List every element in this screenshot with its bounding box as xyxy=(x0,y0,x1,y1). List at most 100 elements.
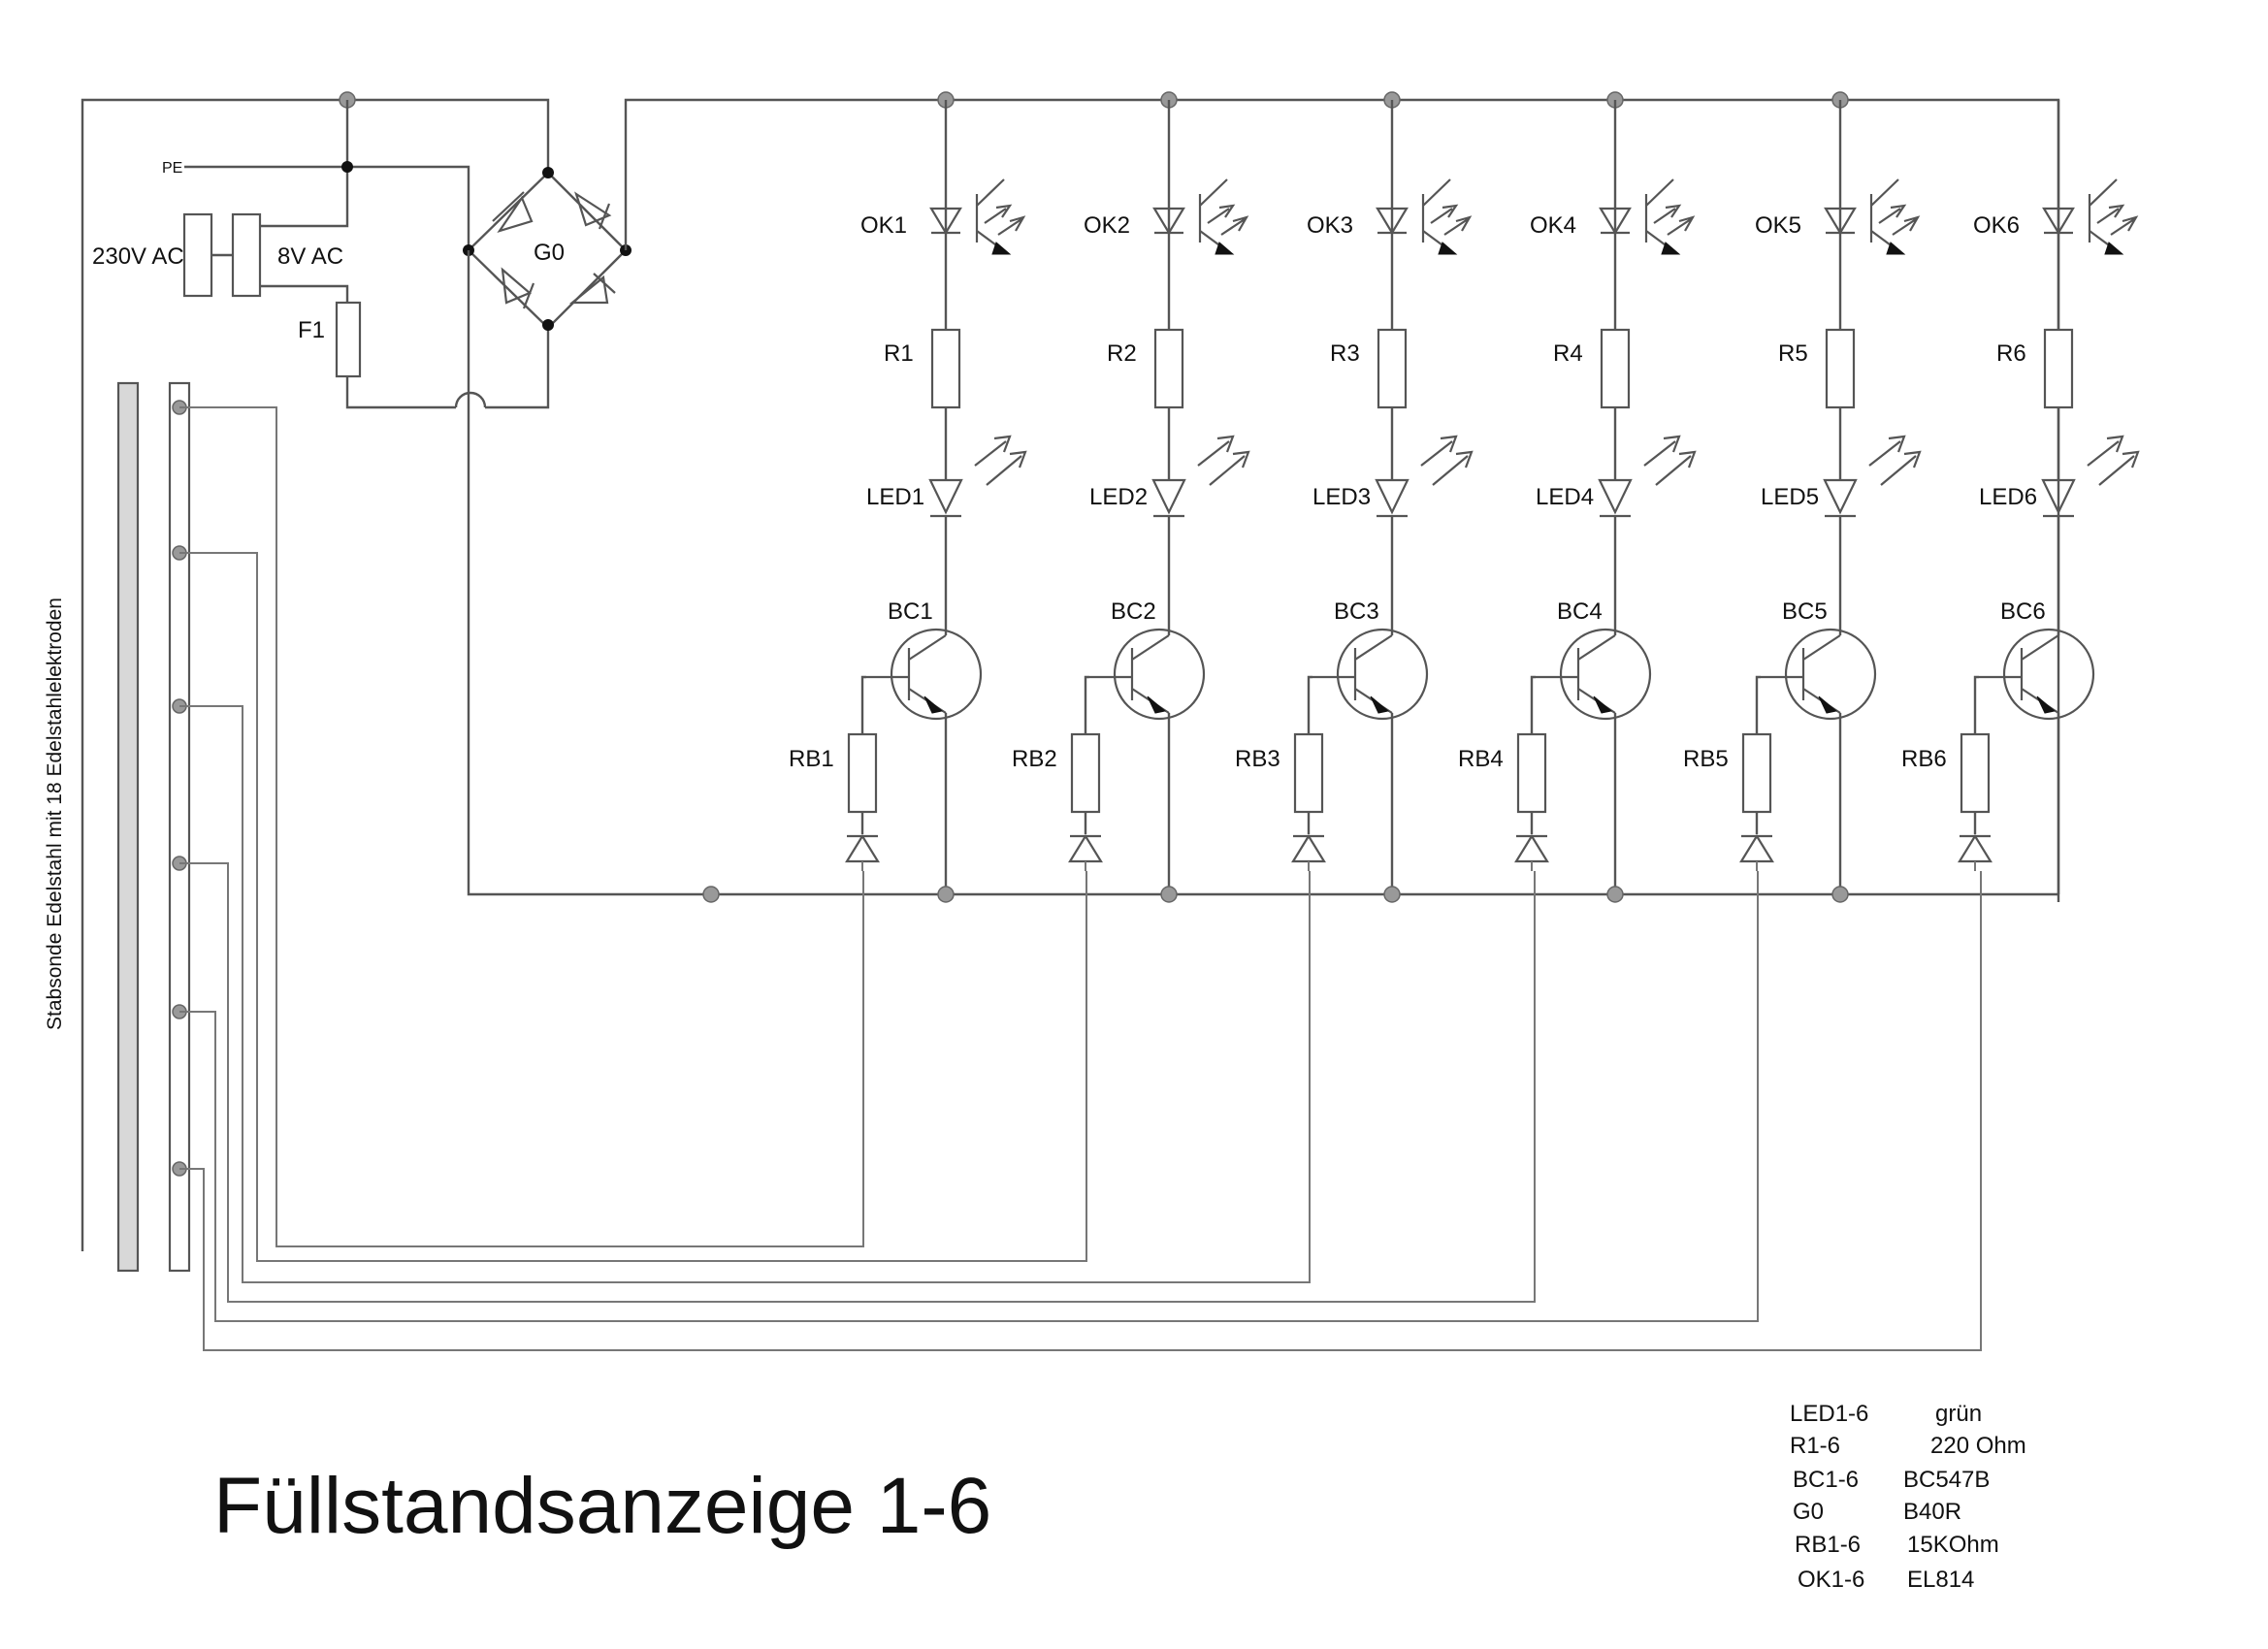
parts-list-part: BC1-6 xyxy=(1793,1467,1859,1493)
led-label: LED2 xyxy=(1089,484,1148,510)
base-resistor-label: RB4 xyxy=(1458,746,1504,772)
diode-icon xyxy=(1291,833,1326,863)
parts-list: LED1-6 grün R1-6 220 Ohm BC1-6 BC547B G0… xyxy=(1790,1401,2026,1593)
resistor-label: R3 xyxy=(1330,340,1360,367)
led-icon xyxy=(1151,435,1250,518)
resistor xyxy=(1153,328,1184,409)
transistor-icon xyxy=(1761,628,1877,721)
resistor xyxy=(1825,328,1856,409)
transistor-icon xyxy=(1536,628,1652,721)
channels: OK1R1LED1BC1RB1OK2R2LED2BC2RB2OK3R3LED3B… xyxy=(789,91,2140,903)
led-icon xyxy=(1598,435,1697,518)
parts-list-part: OK1-6 xyxy=(1798,1567,1864,1593)
base-resistor xyxy=(1293,732,1324,814)
optocoupler-label: OK2 xyxy=(1084,212,1130,239)
resistor xyxy=(2043,328,2074,409)
base-resistor-label: RB2 xyxy=(1012,746,1057,772)
resistor-label: R4 xyxy=(1553,340,1583,367)
optocoupler-label: OK5 xyxy=(1755,212,1801,239)
base-resistor xyxy=(1516,732,1547,814)
optocoupler-label: OK4 xyxy=(1530,212,1576,239)
diode-icon xyxy=(1514,833,1549,863)
pe-label: PE xyxy=(162,160,182,177)
parts-list-value: BC547B xyxy=(1903,1467,1990,1493)
optocoupler-label: OK6 xyxy=(1973,212,2020,239)
base-resistor-label: RB5 xyxy=(1683,746,1729,772)
transformer xyxy=(182,212,262,298)
rectifier-bridge-g0 xyxy=(463,167,632,331)
led-label: LED1 xyxy=(866,484,924,510)
transistor-icon xyxy=(1089,628,1206,721)
ground-node xyxy=(702,886,720,903)
resistor xyxy=(930,328,961,409)
base-resistor xyxy=(1070,732,1101,814)
optocoupler-label: OK1 xyxy=(860,212,907,239)
transistor-label: BC3 xyxy=(1334,598,1379,625)
diode-icon xyxy=(1068,833,1103,863)
diode-icon xyxy=(845,833,880,863)
transistor-label: BC1 xyxy=(888,598,933,625)
led-label: LED4 xyxy=(1536,484,1594,510)
optocoupler-icon xyxy=(1376,178,1473,255)
transistor-icon xyxy=(866,628,983,721)
parts-list-part: RB1-6 xyxy=(1795,1532,1861,1558)
base-resistor xyxy=(847,732,878,814)
primary-voltage-label: 230V AC xyxy=(92,243,184,270)
optocoupler-label: OK3 xyxy=(1307,212,1353,239)
parts-list-value: 220 Ohm xyxy=(1930,1433,2026,1459)
base-resistor xyxy=(1741,732,1772,814)
fuse-label: F1 xyxy=(298,317,325,343)
parts-list-part: G0 xyxy=(1793,1499,1824,1525)
resistor-label: R1 xyxy=(884,340,914,367)
rectifier-label: G0 xyxy=(534,240,565,266)
diode-icon xyxy=(1739,833,1774,863)
rail-node xyxy=(1160,886,1178,903)
led-icon xyxy=(2041,435,2140,518)
base-resistor-label: RB1 xyxy=(789,746,834,772)
transistor-icon xyxy=(1312,628,1429,721)
led-label: LED6 xyxy=(1979,484,2037,510)
electrode-wires xyxy=(179,406,1982,1351)
transistor-label: BC5 xyxy=(1782,598,1828,625)
transistor-label: BC4 xyxy=(1557,598,1603,625)
resistor-label: R5 xyxy=(1778,340,1808,367)
optocoupler-icon xyxy=(1824,178,1921,255)
optocoupler-icon xyxy=(1599,178,1696,255)
power-supply xyxy=(81,91,2060,1251)
led-label: LED3 xyxy=(1312,484,1371,510)
led-icon xyxy=(1375,435,1474,518)
led-icon xyxy=(928,435,1027,518)
parts-list-part: R1-6 xyxy=(1790,1433,1840,1459)
optocoupler-icon xyxy=(2042,178,2139,255)
transistor-label: BC6 xyxy=(2000,598,2046,625)
resistor-label: R2 xyxy=(1107,340,1137,367)
transistor-label: BC2 xyxy=(1111,598,1156,625)
parts-list-value: grün xyxy=(1935,1401,1982,1427)
probe-label: Stabsonde Edelstahl mit 18 Edelstahlelek… xyxy=(44,598,66,1030)
optocoupler-icon xyxy=(929,178,1026,255)
parts-list-value: 15KOhm xyxy=(1907,1532,1999,1558)
transistor-icon xyxy=(1979,628,2095,721)
fuse-f1 xyxy=(335,301,362,378)
diagram-title: Füllstandsanzeige 1-6 xyxy=(213,1462,991,1550)
parts-list-part: LED1-6 xyxy=(1790,1401,1868,1427)
resistor xyxy=(1600,328,1631,409)
resistor-label: R6 xyxy=(1996,340,2026,367)
base-resistor xyxy=(1960,732,1991,814)
led-icon xyxy=(1823,435,1922,518)
base-resistor-label: RB6 xyxy=(1901,746,1947,772)
rail-node xyxy=(1606,886,1624,903)
diode-icon xyxy=(1958,833,1993,863)
parts-list-value: EL814 xyxy=(1907,1567,1974,1593)
rail-node xyxy=(1383,886,1401,903)
parts-list-value: B40R xyxy=(1903,1499,1961,1525)
resistor xyxy=(1377,328,1408,409)
pe-junction xyxy=(341,161,353,173)
